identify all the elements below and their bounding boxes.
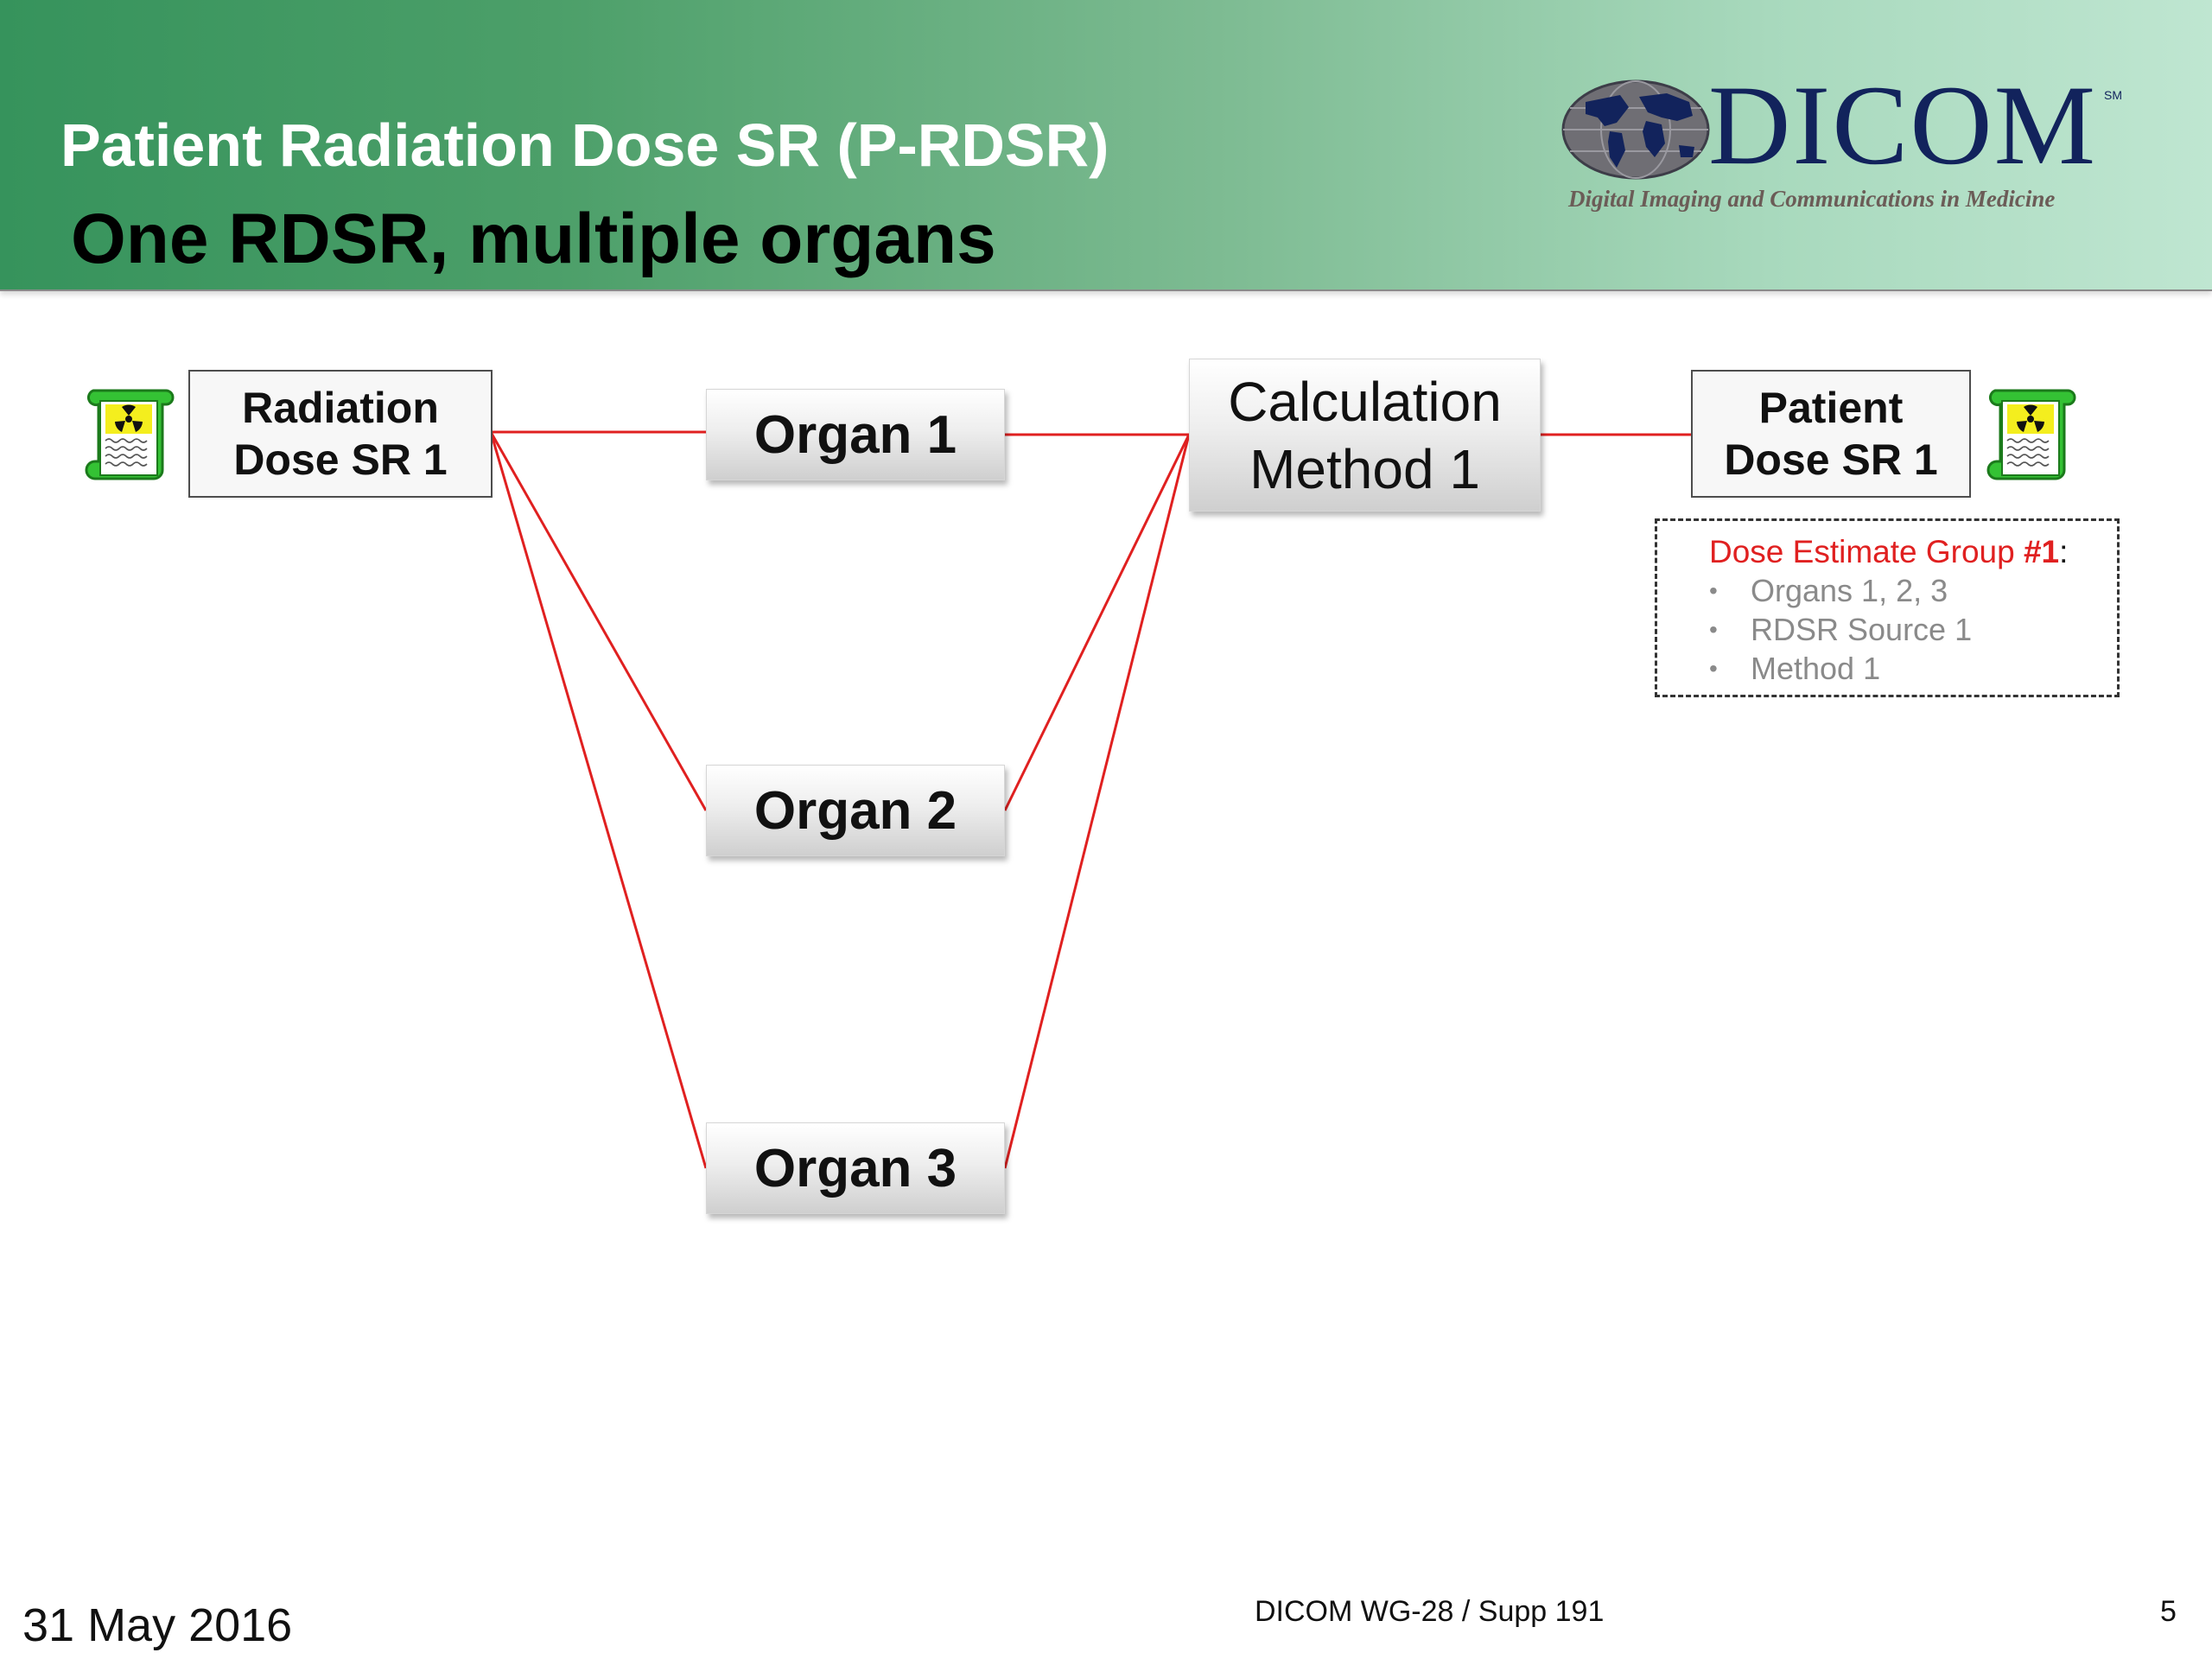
bullet-icon: • (1709, 577, 1718, 604)
legend-item: • Organs 1, 2, 3 (1709, 571, 2117, 610)
legend-item-text: Organs 1, 2, 3 (1751, 573, 1948, 608)
slide-subtitle: Patient Radiation Dose SR (P-RDSR) (60, 111, 1109, 179)
dose-estimate-group-legend: Dose Estimate Group #1: • Organs 1, 2, 3 … (1655, 518, 2120, 697)
organ-3-box: Organ 3 (706, 1122, 1005, 1214)
legend-item-text: RDSR Source 1 (1751, 612, 1973, 647)
legend-title: Dose Estimate Group #1: (1709, 533, 2117, 571)
radiation-dose-sr-line1: Radiation (242, 384, 439, 432)
calculation-method-line2: Method 1 (1249, 437, 1480, 500)
bullet-icon: • (1709, 655, 1718, 682)
legend-title-number: #1 (2023, 534, 2060, 569)
legend-list: • Organs 1, 2, 3 • RDSR Source 1 • Method 1 (1709, 571, 2117, 688)
organ-2-box: Organ 2 (706, 765, 1005, 856)
dicom-wordmark: DICOM (1708, 61, 2098, 188)
connector-organ2-method (1003, 434, 1191, 811)
legend-title-suffix: : (2059, 534, 2069, 569)
patient-dose-sr-box: Patient Dose SR 1 (1691, 370, 1971, 498)
radiation-document-icon (85, 389, 175, 480)
slide-title: One RDSR, multiple organs (71, 200, 996, 278)
radiation-dose-sr-box: Radiation Dose SR 1 (188, 370, 493, 498)
calculation-method-box: Calculation Method 1 (1189, 359, 1541, 512)
patient-dose-sr-line2: Dose SR 1 (1724, 435, 1938, 484)
legend-title-prefix: Dose Estimate Group (1709, 534, 2024, 569)
patient-dose-sr-line1: Patient (1758, 384, 1904, 432)
dicom-logo: DICOM SM Digital Imaging and Communicati… (1560, 61, 2130, 225)
slide-header: Patient Radiation Dose SR (P-RDSR) One R… (0, 0, 2212, 291)
connector-source-organ3 (489, 431, 708, 1169)
radiation-dose-sr-line2: Dose SR 1 (233, 435, 448, 484)
radiation-document-icon (1986, 389, 2076, 480)
connector-source-organ2 (489, 431, 708, 811)
world-globe-icon (1561, 79, 1710, 180)
legend-item: • RDSR Source 1 (1709, 610, 2117, 649)
legend-item: • Method 1 (1709, 649, 2117, 688)
service-mark: SM (2104, 88, 2122, 102)
footer-center-text: DICOM WG-28 / Supp 191 (1255, 1595, 1605, 1628)
calculation-method-line1: Calculation (1228, 370, 1502, 433)
connector-organ3-method (1003, 434, 1191, 1169)
bullet-icon: • (1709, 616, 1718, 643)
dicom-tagline: Digital Imaging and Communications in Me… (1568, 186, 2056, 212)
footer-date: 31 May 2016 (22, 1599, 293, 1651)
organ-2-label: Organ 2 (753, 780, 957, 841)
organ-1-label: Organ 1 (753, 404, 957, 465)
legend-item-text: Method 1 (1751, 651, 1881, 686)
page-number: 5 (2160, 1595, 2177, 1628)
organ-3-label: Organ 3 (753, 1138, 957, 1198)
organ-1-box: Organ 1 (706, 389, 1005, 480)
